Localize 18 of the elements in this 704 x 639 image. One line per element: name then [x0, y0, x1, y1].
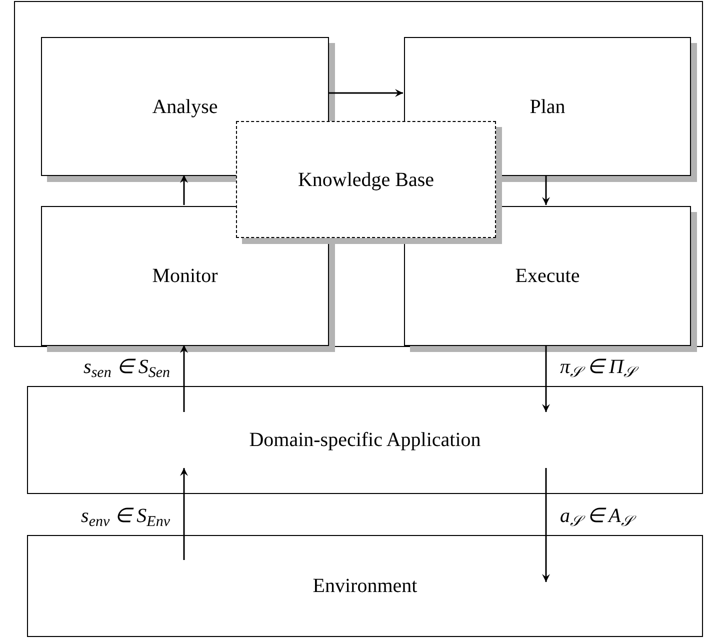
arrow	[542, 468, 550, 582]
node-label: Analyse	[152, 94, 218, 120]
arrow	[180, 175, 188, 205]
arrow	[180, 468, 188, 560]
node-label: Domain-specific Application	[249, 428, 481, 453]
edge-label: s$_{env}$ ∈ S$_{Env}$	[81, 504, 170, 531]
edge-label: s$_{sen}$ ∈ S$_{Sen}$	[84, 355, 170, 382]
process-box	[27, 535, 703, 637]
node-label: Plan	[530, 94, 566, 120]
node-label: Monitor	[152, 264, 218, 289]
node-label: Knowledge Base	[298, 168, 434, 192]
arrow	[542, 175, 550, 205]
arrow	[542, 345, 550, 412]
arrow	[328, 89, 403, 97]
arrow	[180, 345, 188, 412]
node-label: Environment	[312, 574, 418, 599]
node-label: Execute	[515, 264, 580, 289]
process-box	[27, 386, 703, 494]
